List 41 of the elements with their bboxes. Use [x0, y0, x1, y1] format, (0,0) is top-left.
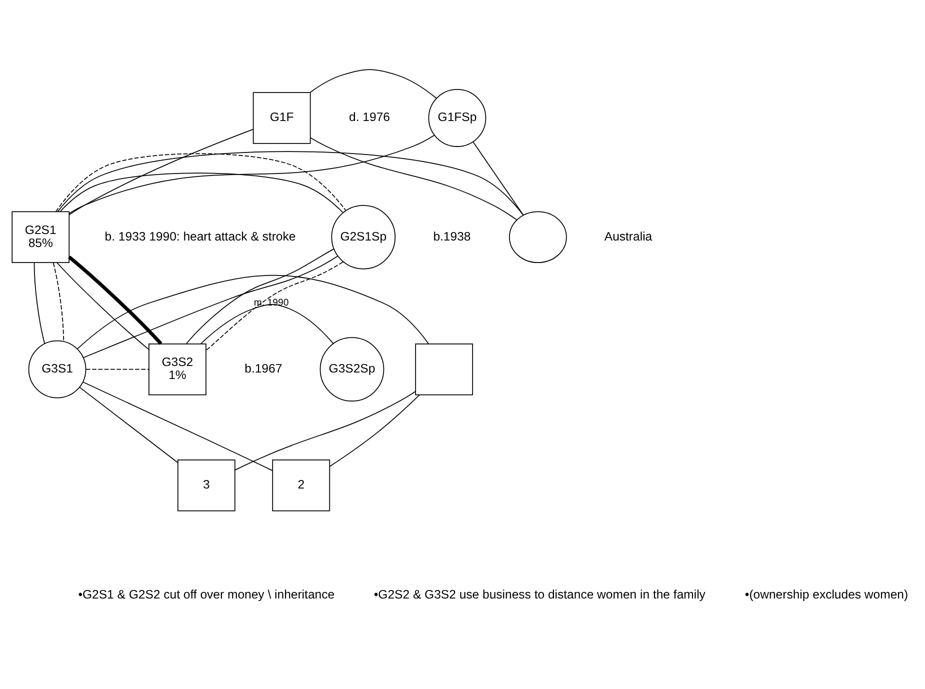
node-box [415, 342, 474, 395]
connector [57, 150, 524, 216]
connector [55, 152, 346, 212]
label: •(ownership excludes women) [744, 586, 908, 601]
connector [52, 262, 64, 342]
connector [83, 255, 338, 358]
connector [310, 136, 518, 220]
connector [68, 128, 254, 215]
connector [68, 134, 435, 214]
node-circle: G1FSp [428, 88, 486, 146]
node-box: G2S1 85% [12, 210, 70, 263]
node-circle: G2S1Sp [331, 204, 396, 269]
connector [206, 261, 344, 350]
node-label: b. 1933 1990: heart attack & stroke [104, 228, 296, 243]
connector [310, 68, 437, 98]
connector [60, 172, 344, 212]
connector [186, 248, 334, 344]
connector [68, 255, 162, 344]
node-label: b.1938 [433, 228, 471, 243]
connector [79, 386, 178, 463]
node-label: Australia [604, 228, 652, 243]
connector [234, 390, 416, 470]
node-circle [508, 210, 567, 263]
connector [82, 381, 273, 470]
connector [200, 303, 334, 344]
node-circle: G3S2Sp [320, 336, 384, 402]
connector [77, 274, 429, 349]
node-box: G1F [252, 92, 311, 144]
node-box: 2 [272, 459, 330, 511]
node-label: d. 1976 [349, 110, 390, 124]
connector [329, 394, 420, 466]
node-label: b.1967 [244, 361, 282, 376]
node-circle: G3S1 [28, 340, 86, 398]
connector [85, 368, 150, 370]
label: •G2S1 & G2S2 cut off over money \ inheritance [78, 586, 335, 601]
node-box: 3 [177, 459, 236, 511]
label: •G2S2 & G3S2 use business to distance women in the family [374, 586, 706, 601]
connector [56, 262, 150, 350]
connector [34, 262, 46, 344]
node-box: G3S2 1% [148, 342, 206, 395]
connector [472, 140, 524, 215]
